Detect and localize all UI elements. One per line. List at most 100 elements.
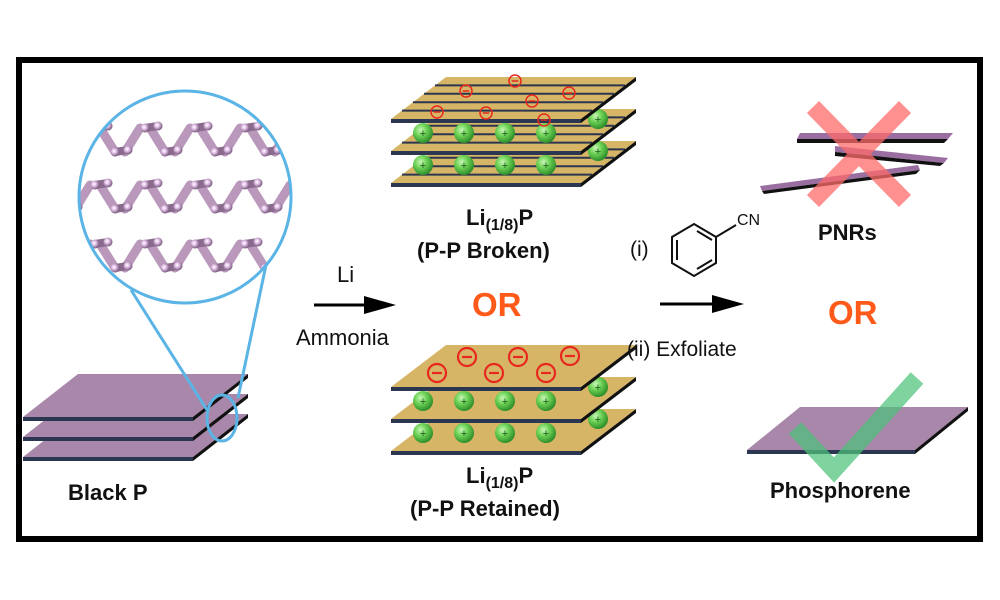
intercalated-layer-side-edge: [581, 141, 636, 187]
intercalated-layer-side-edge: [581, 77, 636, 123]
reagent-ii-exfoliate: (ii) Exfoliate: [627, 338, 737, 361]
magnifier-line-right: [236, 264, 268, 399]
li-cation: +: [536, 423, 556, 443]
p-p-bond: [145, 239, 170, 273]
cation-ball: [588, 109, 608, 129]
p-p-bond: [45, 183, 58, 185]
p-atom: [311, 264, 320, 273]
p-p-bond: [79, 180, 95, 214]
cation-ball: [495, 391, 515, 411]
p-p-bond: [245, 180, 270, 214]
p-atom: [260, 147, 270, 157]
p-atom: [54, 238, 63, 247]
puckered-lattice: [45, 121, 340, 273]
phosphorene-label: Phosphorene: [770, 478, 911, 503]
p-p-bond: [195, 123, 220, 157]
cation-plus: +: [502, 396, 508, 408]
anion: [507, 346, 529, 368]
p-atom: [210, 263, 220, 273]
cation-plus: +: [543, 396, 549, 408]
li-p-broken-stack: ++++++++++: [391, 74, 636, 187]
intercalated-layer-front-edge: [391, 387, 581, 391]
anion: [562, 86, 576, 100]
anion: [456, 346, 478, 368]
anion: [483, 362, 505, 384]
p-atom: [61, 148, 70, 157]
magnifier-circle: [77, 89, 293, 305]
p-atom: [110, 204, 120, 214]
reagent-i-prefix: (i): [630, 238, 649, 261]
formula-retained-subscript: (1/8): [485, 475, 519, 492]
formula-broken-main: Li: [466, 205, 486, 230]
p-atom: [210, 204, 220, 214]
p-atom: [103, 237, 113, 247]
p-atom: [153, 178, 163, 188]
p-p-bond: [145, 123, 170, 157]
intercalated-layer-front-edge: [391, 119, 581, 123]
cross-icon: [806, 101, 912, 207]
li-cation: +: [588, 409, 608, 429]
p-atom: [79, 145, 83, 155]
cation-ball: [413, 123, 433, 143]
cation-plus: +: [461, 160, 467, 172]
intercalated-layer-front-edge: [391, 451, 581, 455]
arrow-step-1: [314, 296, 396, 314]
cation-plus: +: [595, 414, 601, 426]
p-p-bond: [50, 185, 65, 209]
li-cation: +: [413, 423, 433, 443]
cation-ball: [454, 423, 474, 443]
p-atom: [160, 263, 170, 273]
p-p-bond: [295, 183, 308, 185]
cation-plus: +: [595, 114, 601, 126]
p-atom: [140, 180, 150, 190]
p-atom: [54, 179, 63, 188]
p-atom: [153, 237, 163, 247]
p-atom: [223, 202, 233, 212]
anion-ring: [559, 345, 581, 367]
lattice-row: [45, 178, 340, 214]
p-atom: [190, 123, 200, 133]
cation-ball: [536, 391, 556, 411]
li-cation: +: [536, 391, 556, 411]
cation-ball: [495, 423, 515, 443]
p-p-bond: [325, 185, 340, 209]
li-cation: +: [454, 123, 474, 143]
p-atom: [253, 237, 263, 247]
cation-plus: +: [461, 428, 467, 440]
p-p-bond: [300, 185, 315, 209]
p-atom: [273, 202, 283, 212]
reagent-ammonia: Ammonia: [296, 325, 389, 350]
li-cation: +: [495, 155, 515, 175]
p-p-bond: [45, 126, 58, 128]
p-atom: [311, 148, 320, 157]
li-cation: +: [413, 123, 433, 143]
anion-ring: [479, 106, 493, 120]
p-p-bond: [79, 146, 82, 156]
p-atom: [324, 262, 333, 271]
cation-ball: [588, 409, 608, 429]
p-p-bond: [325, 128, 340, 152]
cation-plus: +: [420, 128, 426, 140]
formula-broken: Li(1/8)P: [466, 205, 533, 235]
formula-retained-main: Li: [466, 463, 486, 488]
p-atom: [304, 179, 313, 188]
magnifier-focus-ellipse: [205, 393, 239, 443]
li-cation: +: [413, 391, 433, 411]
p-atom: [110, 147, 120, 157]
p-p-bond: [45, 242, 58, 244]
cation-plus: +: [543, 428, 549, 440]
li-cation: +: [454, 155, 474, 175]
li-cation: +: [495, 123, 515, 143]
p-atom: [160, 204, 170, 214]
cation-ball: [413, 155, 433, 175]
formula-retained-tail: P: [518, 463, 534, 488]
cation-plus: +: [595, 382, 601, 394]
magnifier-line-left: [129, 289, 209, 411]
p-atom: [203, 121, 213, 131]
intercalated-layer-side-edge: [581, 109, 636, 155]
p-atom: [140, 123, 150, 133]
p-p-bond: [95, 180, 120, 214]
cation-plus: +: [461, 128, 467, 140]
p-atom: [290, 239, 291, 249]
